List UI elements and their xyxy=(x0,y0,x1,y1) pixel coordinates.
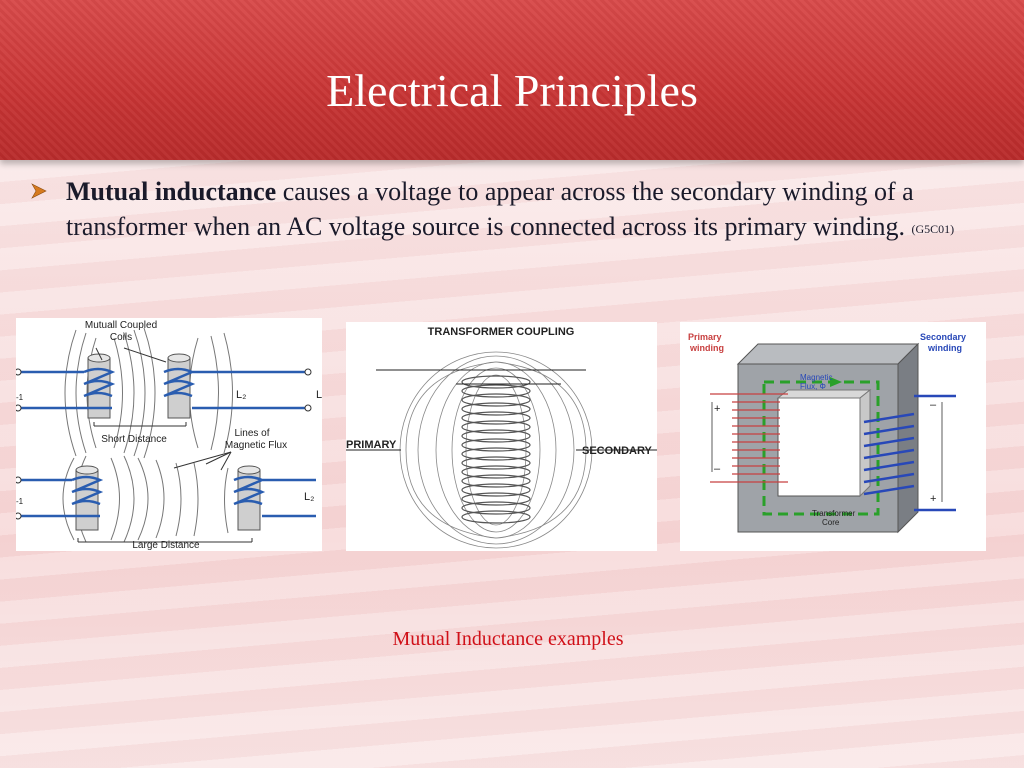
bullet-bold-term: Mutual inductance xyxy=(66,177,277,206)
solenoid-loop xyxy=(461,429,531,443)
solenoid-loop xyxy=(461,492,531,506)
coupled-coils-label: Mutuall Coupled xyxy=(85,320,157,331)
solenoid-loop xyxy=(461,447,531,461)
large-distance-label: Large Distance xyxy=(132,540,200,551)
minus1-bottom-label: -1 xyxy=(16,497,24,506)
solenoid-loop xyxy=(461,411,531,425)
solenoid-loop xyxy=(461,483,531,497)
arrow-bullet-icon xyxy=(31,183,47,199)
mutual-coils-image: Mutuall Coupled Coils Short Distance Lin… xyxy=(16,318,322,551)
solenoid-loop xyxy=(461,420,531,434)
minus1-top-label: -1 xyxy=(16,393,24,402)
solenoid-loop xyxy=(461,456,531,470)
short-distance-label: Short Distance xyxy=(101,434,167,445)
l2-bottom-label: L₂ xyxy=(304,491,314,503)
coupled-coils-label-2: Coils xyxy=(110,332,132,343)
transformer-core-label: Transformer xyxy=(812,509,856,518)
question-ref: (G5C01) xyxy=(911,222,955,236)
solenoid-loop xyxy=(461,402,531,416)
flux-lines-label-2: Magnetic Flux xyxy=(225,440,287,451)
primary-winding-label-2: winding xyxy=(689,343,724,353)
transformer-core-image: + – – + Primary winding Secondary windin… xyxy=(680,322,986,551)
slide-title: Electrical Principles xyxy=(326,65,698,116)
solenoid-loop xyxy=(461,438,531,452)
solenoid-loop xyxy=(461,393,531,407)
transformer-coupling-title: TRANSFORMER COUPLING xyxy=(428,326,575,338)
secondary-winding-label-2: winding xyxy=(927,343,962,353)
figure-caption: Mutual Inductance examples xyxy=(392,628,624,650)
secondary-winding-label: Secondary xyxy=(920,332,966,342)
flux-lines-label: Lines of xyxy=(234,428,269,439)
bullet-text: Mutual inductance causes a voltage to ap… xyxy=(66,174,1006,247)
l-right-label: L xyxy=(316,389,322,401)
l2-top-label: L₂ xyxy=(236,389,246,401)
title-bar xyxy=(0,0,1024,160)
solenoid-loop xyxy=(461,384,531,398)
solenoid-loop xyxy=(461,375,531,389)
secondary-label: SECONDARY xyxy=(582,445,653,457)
bullet-body: causes a voltage to appear across the se… xyxy=(66,177,914,241)
transformer-coupling-image: TRANSFORMER COUPLING PRIMARY SECONDARY xyxy=(346,322,657,551)
solenoid-loop xyxy=(461,510,531,524)
primary-label: PRIMARY xyxy=(346,439,397,451)
primary-winding-label: Primary xyxy=(688,332,722,342)
solenoid-loop xyxy=(461,474,531,488)
magnetic-flux-label: Magnetic xyxy=(800,373,832,382)
svg-text:+: + xyxy=(714,403,720,415)
svg-text:–: – xyxy=(930,399,937,411)
svg-text:–: – xyxy=(714,463,721,475)
transformer-core-label-2: Core xyxy=(822,518,840,527)
magnetic-flux-label-2: Flux, Φ xyxy=(800,382,826,391)
solenoid-loop xyxy=(461,501,531,515)
svg-text:+: + xyxy=(930,493,936,505)
solenoid-loop xyxy=(461,465,531,479)
